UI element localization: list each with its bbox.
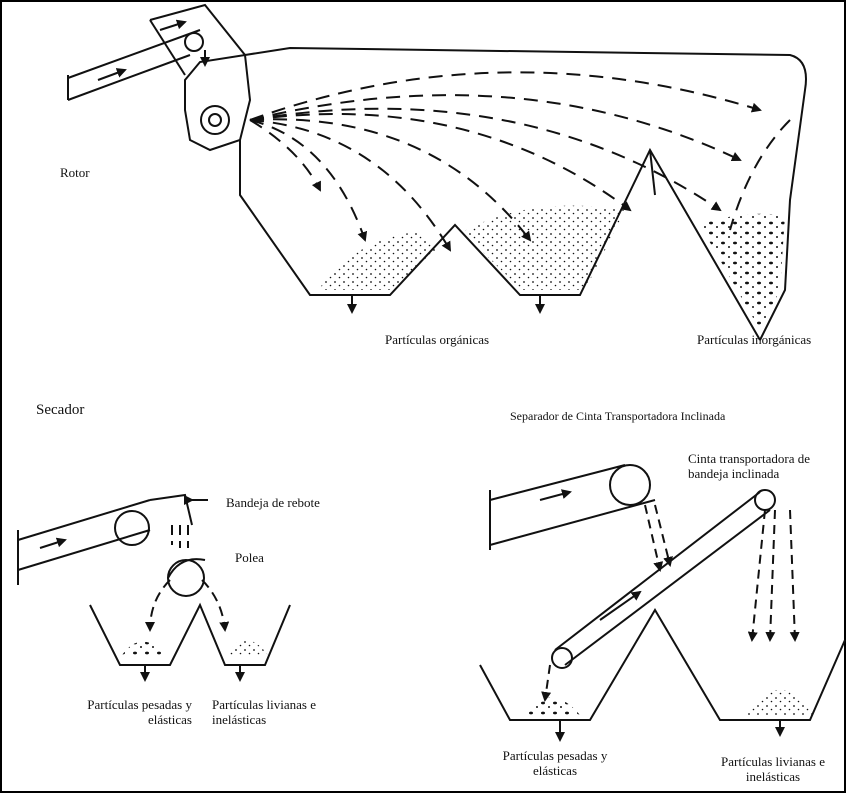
rotor-label: Rotor [60, 165, 90, 180]
heavy-right-line2: elásticas [470, 763, 640, 778]
light-particles-right-label: Partículas livianas e inelásticas [700, 754, 846, 784]
heavy-left-line2: elásticas [22, 712, 192, 727]
belt-line2: bandeja inclinada [688, 466, 810, 481]
inorganic-pile [700, 214, 785, 330]
rotor-separator [68, 5, 806, 340]
organic-particles-label: Partículas orgánicas [385, 332, 489, 347]
organic-pile-1 [318, 232, 440, 290]
heavy-right-line1: Partículas pesadas y [470, 748, 640, 763]
belt-label: Cinta transportadora de bandeja inclinad… [688, 451, 810, 481]
heavy-pile-right [525, 698, 580, 716]
heavy-pile-left [122, 642, 165, 656]
dryer-title: Secador [36, 403, 84, 418]
light-right-line2: inelásticas [700, 769, 846, 784]
light-left-line2: inelásticas [212, 712, 316, 727]
light-pile-left [225, 640, 268, 655]
organic-pile-2 [462, 206, 625, 290]
inclined-belt-title: Separador de Cinta Transportadora Inclin… [510, 409, 725, 424]
inorganic-particles-label: Partículas inorgánicas [697, 332, 811, 347]
belt-line1: Cinta transportadora de [688, 451, 810, 466]
heavy-particles-left-label: Partículas pesadas y elásticas [22, 697, 192, 727]
heavy-particles-right-label: Partículas pesadas y elásticas [470, 748, 640, 778]
belt-trajectories [545, 505, 795, 700]
light-particles-left-label: Partículas livianas e inelásticas [212, 697, 316, 727]
rebound-tray-label: Bandeja de rebote [226, 495, 320, 510]
heavy-left-line1: Partículas pesadas y [22, 697, 192, 712]
pulley-label: Polea [235, 550, 264, 565]
feed-arrows [98, 22, 205, 80]
light-right-line1: Partículas livianas e [700, 754, 846, 769]
light-left-line1: Partículas livianas e [212, 697, 316, 712]
light-pile-right [745, 690, 815, 715]
bounce-trajectories [150, 525, 225, 630]
